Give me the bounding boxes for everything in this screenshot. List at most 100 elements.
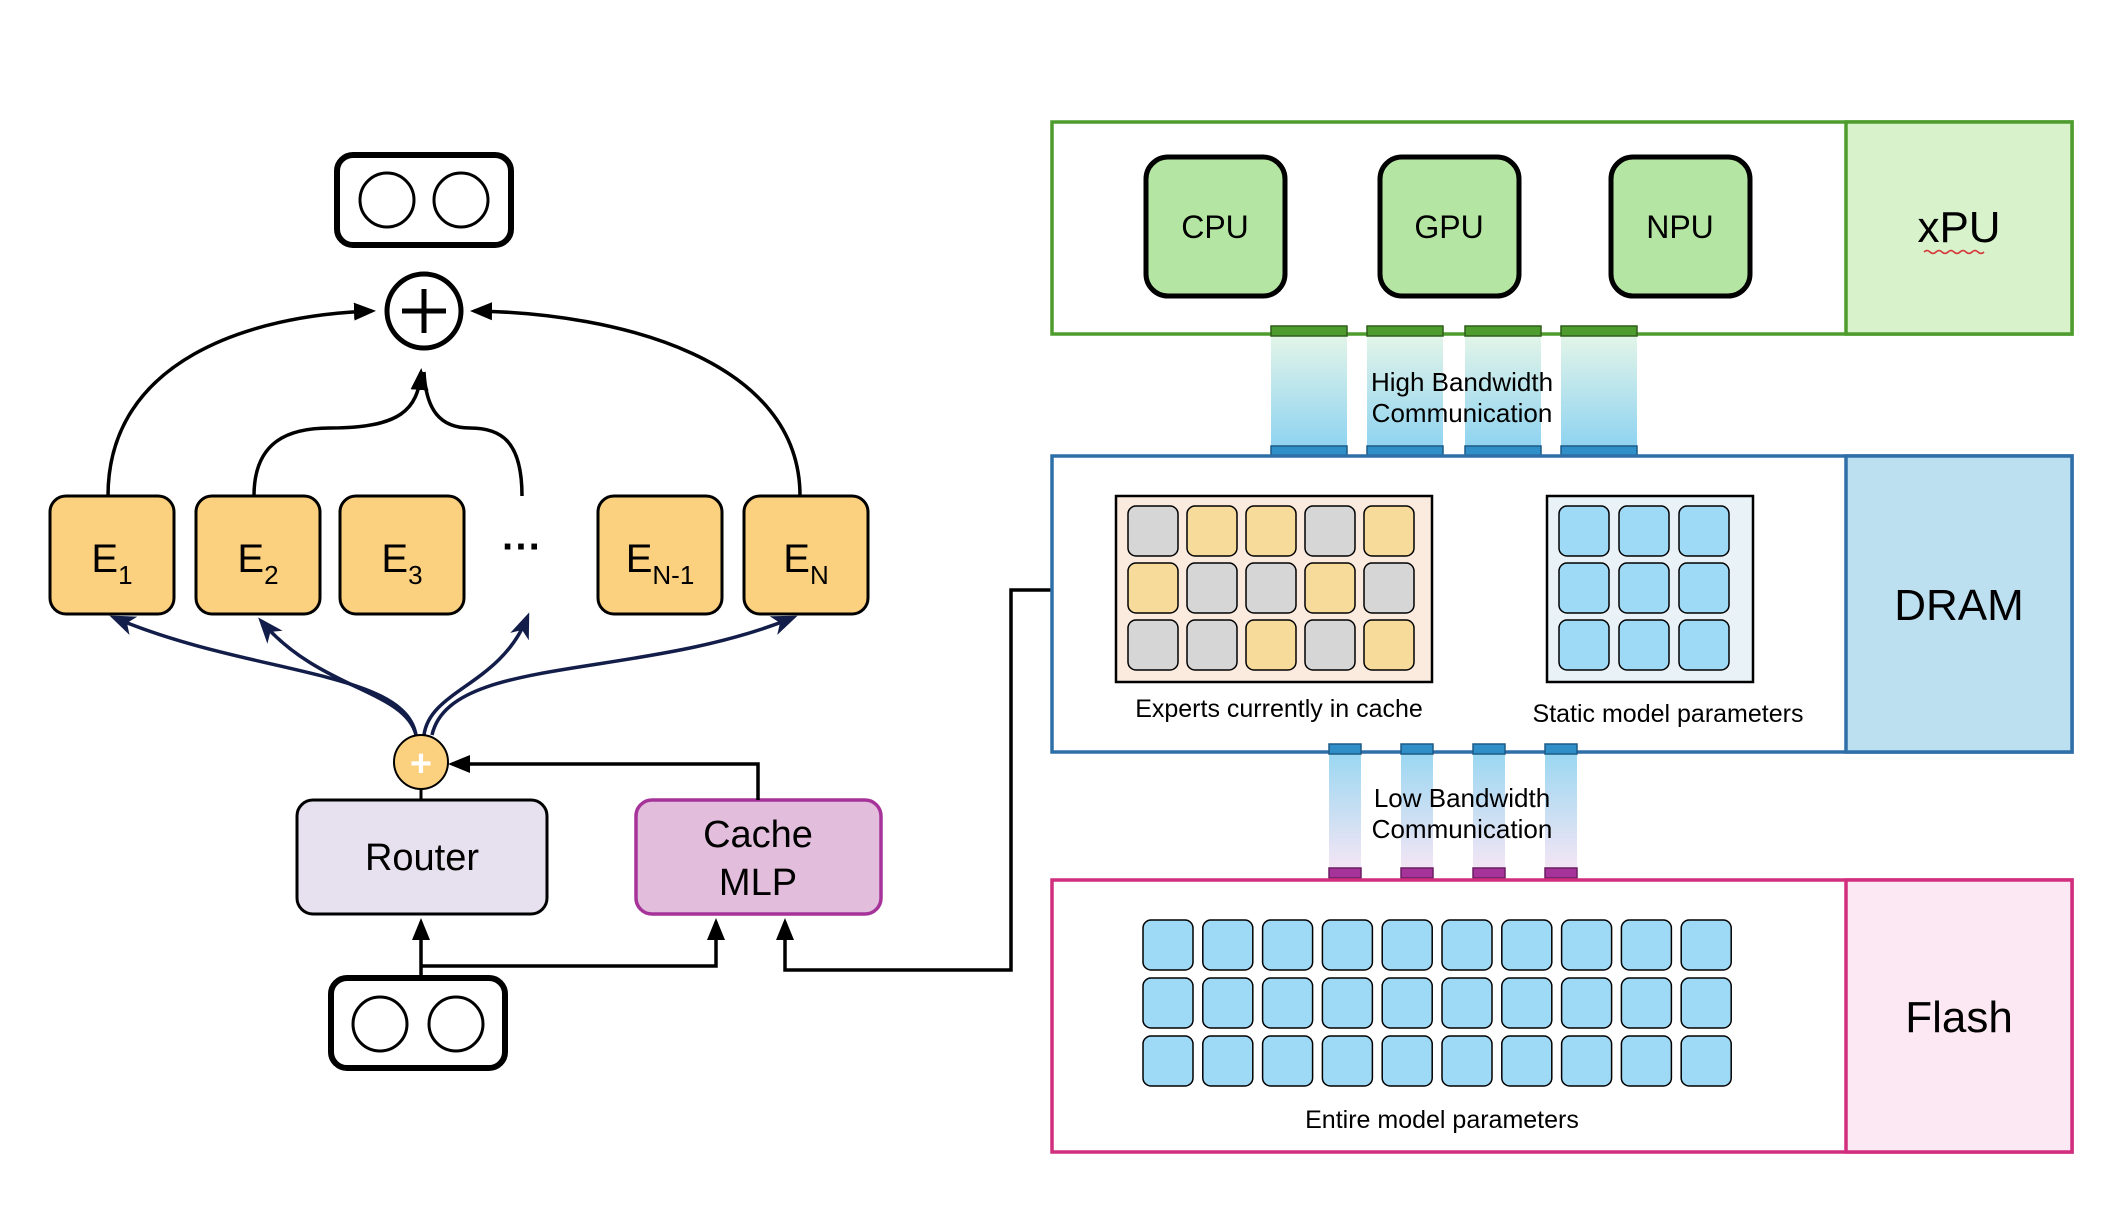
- high-bandwidth-lane: [1464, 325, 1542, 457]
- npu-label: NPU: [1646, 209, 1714, 245]
- cached-expert-slot-gray: [1245, 562, 1297, 614]
- gate-to-en-arrow: [430, 615, 798, 736]
- cached-expert-slot-yellow: [1363, 619, 1415, 671]
- expert-cache-caption: Experts currently in cache: [1135, 695, 1423, 723]
- gpu-unit: GPU: [1377, 154, 1522, 299]
- flash-param-block: [1620, 977, 1673, 1029]
- static-param-block: [1618, 619, 1670, 671]
- cached-expert-slot-yellow: [1186, 505, 1238, 557]
- router-gating-arrows: [109, 612, 798, 736]
- expert-n-1: EN-1: [596, 494, 724, 616]
- dram-label-panel: [1844, 454, 2074, 754]
- cached-expert-slot-gray: [1127, 619, 1179, 671]
- high-bandwidth-lane: [1270, 325, 1348, 457]
- flash-param-block: [1261, 919, 1314, 971]
- cpu-label: CPU: [1181, 209, 1249, 245]
- expert-row: E1 E2 E3 EN-1 EN: [48, 494, 870, 616]
- flash-param-block: [1142, 919, 1194, 971]
- flash-param-block: [1620, 1035, 1673, 1087]
- flash-label: Flash: [1905, 993, 2013, 1042]
- high-bandwidth-label-line2: Communication: [1372, 398, 1553, 428]
- cached-expert-slot-gray: [1127, 505, 1179, 557]
- static-params-caption: Static model parameters: [1533, 700, 1804, 728]
- static-param-block: [1678, 619, 1730, 671]
- gate-to-e2-arrow: [258, 617, 418, 736]
- expert-1: E1: [48, 494, 176, 616]
- low-bandwidth-lane: [1400, 743, 1434, 879]
- output-token-box: [334, 152, 514, 248]
- gpu-label: GPU: [1414, 209, 1483, 245]
- static-param-block: [1678, 562, 1730, 614]
- flash-param-block: [1560, 977, 1613, 1029]
- flash-param-block: [1560, 1035, 1613, 1087]
- flash-param-block: [1142, 977, 1194, 1029]
- flash-tier: Flash Entire model parameters: [1050, 878, 2074, 1154]
- cached-expert-slot-gray: [1304, 619, 1356, 671]
- flash-param-block: [1441, 919, 1493, 971]
- cache-mlp-label-line2: MLP: [719, 862, 797, 904]
- expert-label: E1: [91, 537, 132, 590]
- gate-sum-node: +: [393, 734, 449, 790]
- dram-tier: DRAM Experts currently in cache Static m…: [1050, 454, 2074, 754]
- cache-state-to-mlp-arrow: [776, 588, 1116, 972]
- cache-mlp-label-line1: Cache: [703, 814, 813, 856]
- xpu-tier: xPU CPU GPU NPU: [1050, 120, 2074, 336]
- flash-param-block: [1560, 919, 1613, 971]
- cpu-unit: CPU: [1143, 154, 1288, 299]
- flash-param-block: [1381, 977, 1433, 1029]
- cached-expert-slot-yellow: [1363, 505, 1415, 557]
- flash-param-block: [1321, 1035, 1374, 1087]
- low-bandwidth-lane: [1544, 743, 1578, 879]
- cached-expert-slot-yellow: [1127, 562, 1179, 614]
- static-param-block: [1558, 619, 1610, 671]
- flash-param-block: [1202, 977, 1254, 1029]
- flash-param-block: [1620, 919, 1673, 971]
- expert-label: EN: [783, 537, 828, 590]
- cache-mlp-to-gate-arrow: [448, 755, 760, 800]
- en-to-sum-arrow: [470, 302, 802, 497]
- expert-output-arrows: [106, 302, 802, 497]
- svg-text:+: +: [410, 743, 432, 785]
- high-bandwidth-link: [1270, 325, 1638, 457]
- router-block: Router: [295, 798, 549, 916]
- flash-param-block: [1680, 1035, 1732, 1087]
- flash-param-block: [1441, 1035, 1493, 1087]
- dram-label: DRAM: [1894, 581, 2024, 630]
- xpu-label: xPU: [1917, 203, 2000, 252]
- input-token-box: [328, 975, 508, 1071]
- flash-param-block: [1261, 1035, 1314, 1087]
- output-token-circle: [358, 171, 416, 229]
- low-bandwidth-lane: [1472, 743, 1506, 879]
- expert-label: E3: [381, 537, 422, 590]
- static-param-block: [1618, 562, 1670, 614]
- xpu-label-spellcheck-underline: [1923, 249, 1985, 255]
- low-bandwidth-lane: [1328, 743, 1362, 879]
- flash-param-block: [1680, 919, 1732, 971]
- expert-label: EN-1: [626, 537, 695, 590]
- flash-param-block: [1501, 977, 1553, 1029]
- low-bandwidth-link: [1328, 743, 1578, 879]
- cached-expert-slot-yellow: [1245, 619, 1297, 671]
- low-bandwidth-label-line1: Low Bandwidth: [1374, 783, 1550, 813]
- expert-2: E2: [194, 494, 322, 616]
- cached-expert-slot-yellow: [1304, 562, 1356, 614]
- flash-params-caption: Entire model parameters: [1305, 1106, 1579, 1134]
- gate-to-e1-arrow: [109, 615, 418, 736]
- flash-param-block: [1381, 1035, 1433, 1087]
- output-token-circle: [432, 171, 490, 229]
- input-to-cache-mlp-arrow: [421, 918, 725, 968]
- input-token-circle: [427, 995, 485, 1053]
- high-bandwidth-lane: [1366, 325, 1444, 457]
- flash-param-block: [1142, 1035, 1194, 1087]
- input-token-circle: [351, 995, 409, 1053]
- static-param-block: [1558, 562, 1610, 614]
- flash-param-block: [1501, 1035, 1553, 1087]
- expert-3: E3: [338, 494, 466, 616]
- gate-to-dots-arrow: [422, 612, 530, 736]
- expert-label: E2: [237, 537, 278, 590]
- flash-label-panel: [1844, 878, 2074, 1154]
- flash-param-block: [1202, 1035, 1254, 1087]
- xpu-label-panel: [1844, 120, 2074, 336]
- high-bandwidth-lane: [1560, 325, 1638, 457]
